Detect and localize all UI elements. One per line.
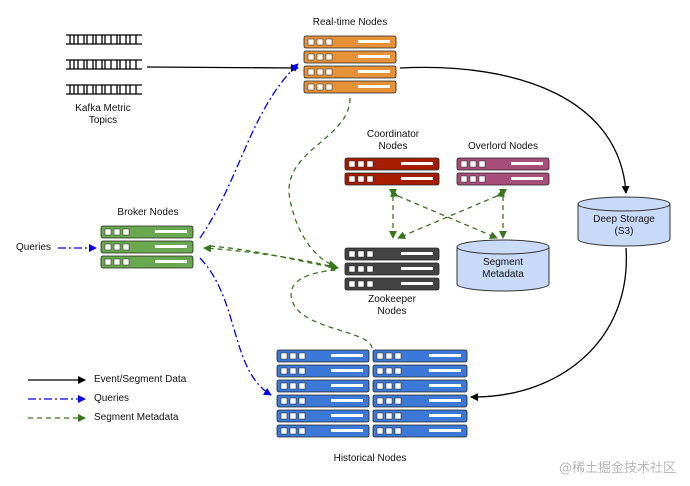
segment-metadata-cylinder [456, 239, 550, 292]
segment-metadata-label: Segment Metadata [482, 257, 524, 280]
kafka-topics-icon [66, 34, 142, 95]
kafka-topics-label: Kafka Metric Topics [75, 103, 131, 126]
server-node [276, 394, 370, 408]
server-node [372, 409, 468, 423]
broker-to-zookeeper-link [209, 245, 339, 271]
historical-nodes-label: Historical Nodes [333, 453, 407, 464]
historical-nodes-stack-left [276, 349, 370, 438]
zookeeper-to-broker-link [203, 244, 339, 269]
historical-nodes-stack-right [372, 349, 468, 438]
server-node [344, 277, 440, 291]
server-node [372, 349, 468, 363]
overlord-nodes-label: Overlord Nodes [467, 141, 539, 152]
historical-to-zookeeper-link [290, 269, 373, 349]
broker-to-realtime-arrow [199, 63, 299, 239]
zookeeper-nodes-label: Zookeeper Nodes [368, 294, 416, 317]
kafka-topic-icon [66, 34, 142, 45]
server-node [276, 364, 370, 378]
server-node [276, 379, 370, 393]
realtime-to-deep-storage-arrow [399, 66, 630, 194]
server-node [372, 379, 468, 393]
broker-nodes-stack [100, 225, 194, 269]
deep-storage-label: Deep Storage (S3) [593, 214, 655, 237]
legend-event-data-label: Event/Segment Data [94, 374, 187, 385]
coordinator-nodes-stack [344, 157, 440, 186]
server-node [100, 225, 194, 239]
server-node [456, 157, 550, 171]
server-node [372, 394, 468, 408]
server-node [303, 80, 397, 94]
server-node [344, 172, 440, 186]
server-node [344, 262, 440, 276]
watermark: @稀土掘金技术社区 [558, 461, 676, 476]
broker-nodes-label: Broker Nodes [117, 207, 179, 218]
zookeeper-nodes-stack [344, 247, 440, 291]
server-node [456, 172, 550, 186]
kafka-topic-icon [66, 84, 142, 95]
server-node [372, 364, 468, 378]
server-node [344, 157, 440, 171]
deep-storage-to-historical-arrow [470, 247, 627, 402]
server-node [303, 35, 397, 49]
kafka-topic-icon [66, 59, 142, 70]
queries-input-label: Queries [16, 242, 52, 253]
server-node [276, 409, 370, 423]
deep-storage-cylinder [577, 196, 671, 247]
server-node [100, 255, 194, 269]
coordinator-nodes-label: Coordinator Nodes [366, 129, 420, 152]
broker-to-historical-arrow [199, 257, 272, 396]
realtime-nodes-stack [303, 35, 397, 94]
legend-queries-label: Queries [94, 393, 130, 404]
server-node [303, 50, 397, 64]
server-node [276, 349, 370, 363]
realtime-nodes-label: Real-time Nodes [312, 17, 388, 28]
server-node [276, 424, 370, 438]
server-node [303, 65, 397, 79]
server-node [344, 247, 440, 261]
kafka-to-realtime-arrow [146, 63, 299, 72]
server-node [372, 424, 468, 438]
realtime-to-zookeeper-link [288, 97, 351, 269]
legend-segment-metadata-label: Segment Metadata [94, 412, 179, 423]
server-node [100, 240, 194, 254]
overlord-nodes-stack [456, 157, 550, 186]
